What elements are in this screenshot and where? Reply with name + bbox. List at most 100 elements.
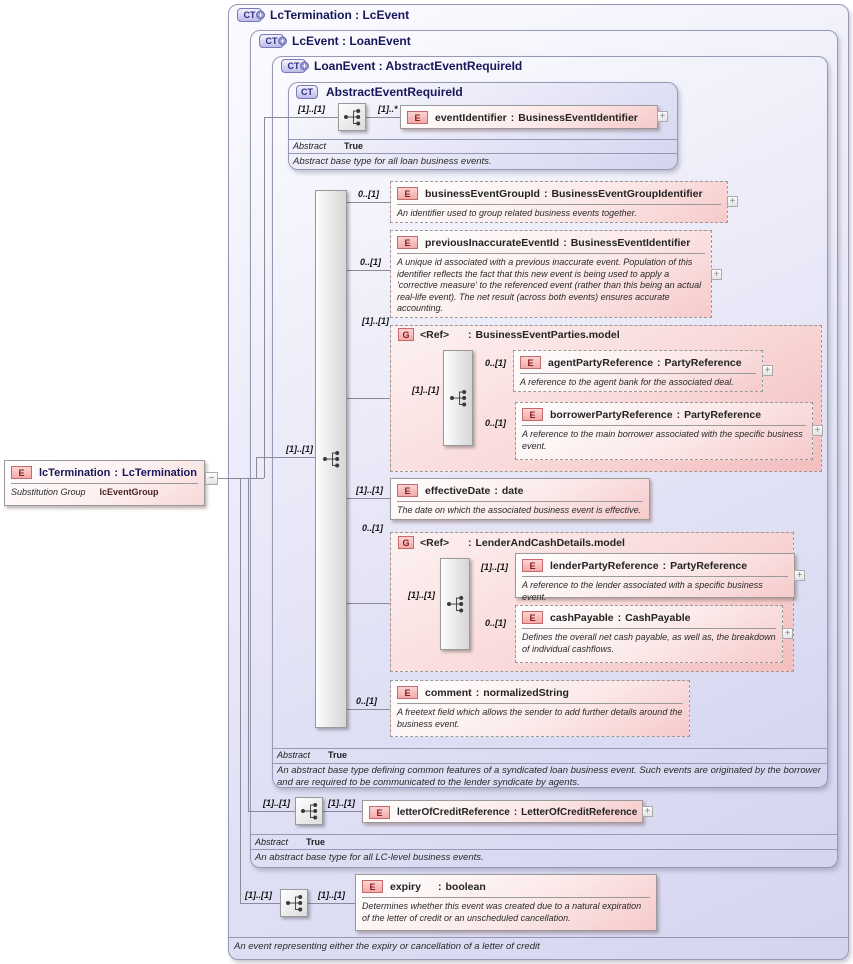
sequence-icon	[450, 390, 467, 407]
abstract-value: True	[344, 141, 364, 151]
element-type: boolean	[445, 880, 486, 893]
sequence-bar-businessEventParties	[443, 350, 473, 446]
multiplicity-label: 0..[1]	[485, 358, 507, 368]
group-type: BusinessEventParties.model	[475, 328, 620, 341]
element-icon: E	[522, 559, 543, 572]
divider	[289, 139, 677, 140]
abstract-row: Abstract True	[255, 837, 325, 847]
element-expiry[interactable]: E expiry:boolean Determines whether this…	[355, 874, 657, 931]
abstract-label: Abstract	[293, 141, 327, 151]
element-lcTermination-global[interactable]: E lcTermination:LcTermination Substituti…	[4, 460, 205, 506]
element-effectiveDate[interactable]: E effectiveDate:date The date on which t…	[390, 478, 650, 520]
abstract-value: True	[306, 837, 326, 847]
element-businessEventGroupId[interactable]: E businessEventGroupId:BusinessEventGrou…	[390, 181, 728, 223]
element-eventIdentifier[interactable]: E eventIdentifier:BusinessEventIdentifie…	[400, 105, 658, 129]
collapse-button-lcTermination[interactable]: −	[205, 472, 218, 485]
abstract-value: True	[328, 750, 348, 760]
connector-line	[218, 478, 264, 479]
abstract-label: Abstract	[277, 750, 311, 760]
multiplicity-label: [1]..[1]	[318, 890, 345, 900]
element-icon: E	[522, 611, 543, 624]
element-name: comment	[425, 686, 472, 699]
connector-line	[264, 117, 338, 118]
element-letterOfCreditReference[interactable]: E letterOfCreditReference:LetterOfCredit…	[362, 800, 643, 823]
element-agentPartyReference[interactable]: E agentPartyReference:PartyReference A r…	[513, 350, 763, 392]
group-type: LenderAndCashDetails.model	[475, 536, 625, 549]
complextype-header-loanEvent: CT+ LoanEvent : AbstractEventRequireId	[281, 59, 522, 73]
expand-button-lenderPartyReference[interactable]: +	[794, 570, 805, 581]
connector-line	[347, 202, 390, 203]
annotation-lcTermination: An event representing either the expiry …	[234, 941, 540, 952]
multiplicity-label: [1]..[1]	[412, 385, 439, 395]
element-lenderPartyReference[interactable]: E lenderPartyReference:PartyReference A …	[515, 553, 795, 602]
expand-button-borrowerPartyReference[interactable]: +	[812, 425, 823, 436]
element-name: businessEventGroupId	[425, 187, 540, 200]
divider	[251, 849, 837, 850]
complextype-icon[interactable]: CT+	[281, 59, 309, 73]
element-name: lcTermination	[39, 466, 111, 479]
element-type: BusinessEventIdentifier	[518, 111, 638, 124]
element-type: LetterOfCreditReference	[521, 807, 638, 818]
expand-button-eventIdentifier[interactable]: +	[657, 111, 668, 122]
connector-line	[256, 457, 315, 458]
multiplicity-label: [1]..[1]	[356, 485, 383, 495]
complextype-icon[interactable]: CT	[296, 85, 318, 99]
connector-line	[248, 478, 249, 811]
substitution-group-value: lcEventGroup	[99, 487, 159, 497]
element-name: agentPartyReference	[548, 356, 654, 369]
multiplicity-label: 0..[1]	[358, 189, 380, 199]
divider	[273, 748, 827, 749]
connector-line	[240, 903, 280, 904]
complextype-icon[interactable]: CT+	[237, 8, 265, 22]
complextype-icon[interactable]: CT+	[259, 34, 287, 48]
element-annotation: A freetext field which allows the sender…	[397, 703, 683, 730]
ct-badge-text: CT	[301, 87, 313, 97]
expand-button-cashPayable[interactable]: +	[782, 628, 793, 639]
sequence-icon-abstractEventRequireId	[338, 103, 366, 131]
element-annotation: The date on which the associated busines…	[397, 501, 643, 517]
element-type: PartyReference	[670, 559, 748, 572]
complextype-title: LoanEvent : AbstractEventRequireId	[314, 59, 523, 73]
divider	[289, 153, 677, 154]
connector-line	[347, 498, 390, 499]
element-annotation: Defines the overall net cash payable, as…	[522, 628, 776, 655]
multiplicity-label: [1]..[1]	[245, 890, 272, 900]
element-name: effectiveDate	[425, 484, 491, 497]
ct-badge-text: CT	[265, 36, 278, 46]
connector-line	[240, 478, 241, 903]
expand-button-businessEventGroupId[interactable]: +	[727, 196, 738, 207]
element-icon: E	[362, 880, 383, 893]
sequence-icon-lcTermination	[280, 889, 308, 917]
element-name: lenderPartyReference	[550, 559, 659, 572]
connector-line	[323, 811, 362, 812]
element-type: PartyReference	[664, 356, 742, 369]
element-annotation: A reference to the lender associated wit…	[522, 576, 788, 603]
complextype-header-abstractEventRequireId: CT AbstractEventRequireId	[296, 85, 463, 99]
element-previousInaccurateEventId[interactable]: E previousInaccurateEventId:BusinessEven…	[390, 230, 712, 318]
element-name: previousInaccurateEventId	[425, 236, 560, 249]
abstract-row: Abstract True	[293, 141, 363, 151]
substitution-group-label: Substitution Group	[11, 487, 86, 497]
element-name: borrowerPartyReference	[550, 408, 673, 421]
element-annotation: Determines whether this event was create…	[362, 897, 650, 924]
element-annotation: A reference to the agent bank for the as…	[520, 373, 756, 389]
element-annotation: A unique id associated with a previous i…	[397, 253, 705, 315]
expand-button-agentPartyReference[interactable]: +	[762, 365, 773, 376]
sequence-icon	[301, 803, 318, 820]
sequence-bar-lenderAndCashDetails	[440, 558, 470, 650]
ct-badge-text: CT	[287, 61, 300, 71]
element-cashPayable[interactable]: E cashPayable:CashPayable Defines the ov…	[515, 605, 783, 663]
annotation-abstractEventRequireId: Abstract base type for all loan business…	[293, 156, 492, 167]
expand-button-previousInaccurateEventId[interactable]: +	[711, 269, 722, 280]
element-comment[interactable]: E comment:normalizedString A freetext fi…	[390, 680, 690, 737]
multiplicity-label: 0..[1]	[362, 523, 384, 533]
multiplicity-label: 0..[1]	[360, 257, 382, 267]
expand-button-letterOfCreditReference[interactable]: +	[642, 806, 653, 817]
multiplicity-label: [1]..[1]	[362, 316, 389, 326]
multiplicity-label: 0..[1]	[485, 618, 507, 628]
complextype-title: AbstractEventRequireId	[326, 85, 463, 99]
element-borrowerPartyReference[interactable]: E borrowerPartyReference:PartyReference …	[515, 402, 813, 460]
divider	[229, 937, 848, 938]
multiplicity-label: [1]..[1]	[286, 444, 313, 454]
complextype-title: LcEvent : LoanEvent	[292, 34, 411, 48]
